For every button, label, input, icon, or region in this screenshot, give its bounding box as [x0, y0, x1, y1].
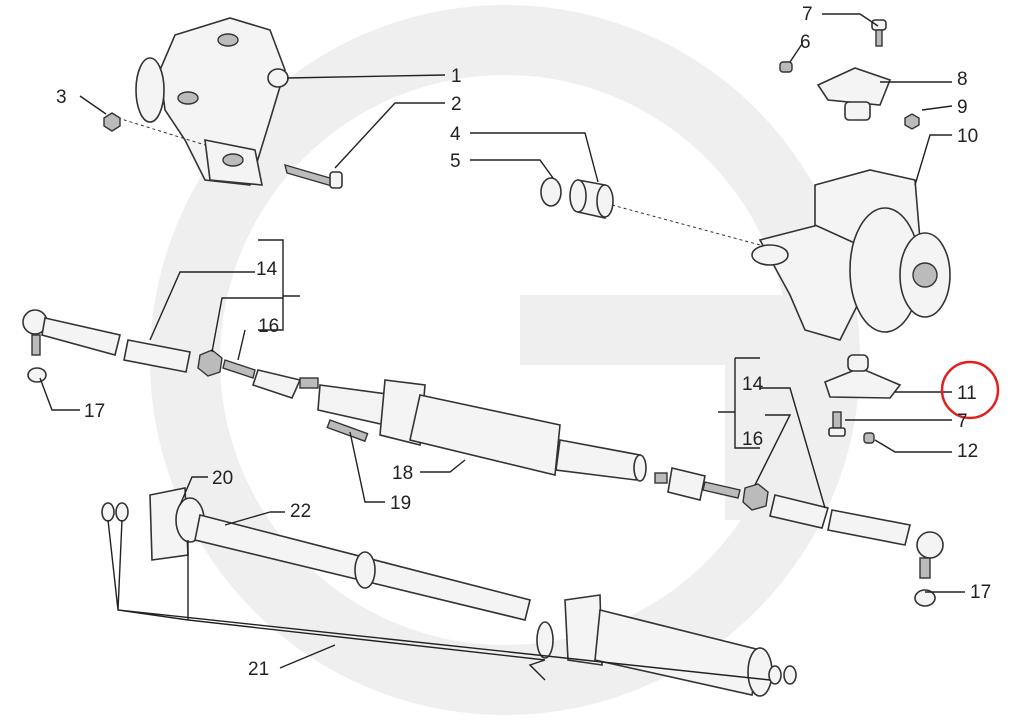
label-14-left: 14	[256, 259, 278, 280]
label-22: 22	[290, 501, 311, 522]
label-14-right: 14	[742, 374, 764, 395]
label-7-bottom: 7	[957, 411, 968, 432]
label-8: 8	[957, 69, 968, 90]
label-2: 2	[451, 94, 462, 115]
right-tie-rod	[654, 467, 944, 607]
upper-plate-8	[816, 67, 892, 121]
label-11: 11	[957, 383, 977, 404]
steering-cylinder-18	[317, 379, 647, 482]
fitting-6	[779, 61, 793, 73]
cylinder-22	[101, 487, 797, 697]
highlight-circle	[940, 360, 1000, 420]
label-12: 12	[957, 441, 978, 462]
label-3: 3	[56, 87, 67, 108]
label-16-left: 16	[258, 316, 279, 337]
bolt-7-top	[871, 19, 887, 47]
bolt-7-bottom	[828, 411, 846, 437]
label-4: 4	[450, 124, 461, 145]
label-6: 6	[800, 32, 811, 53]
bolt-19	[326, 419, 369, 443]
label-7-top: 7	[802, 4, 813, 25]
nut-9	[904, 113, 920, 130]
label-5: 5	[450, 151, 461, 172]
right-steering-knuckle	[751, 169, 951, 341]
label-1: 1	[451, 66, 462, 87]
left-tie-rod	[22, 309, 319, 399]
nut-3	[103, 112, 121, 132]
bushing-4-5	[540, 177, 614, 219]
bolt-2	[284, 163, 343, 189]
label-18: 18	[392, 463, 413, 484]
label-20: 20	[212, 468, 233, 489]
left-steering-knuckle	[135, 17, 289, 186]
fitting-12	[863, 432, 875, 444]
label-9: 9	[957, 97, 968, 118]
label-17-right: 17	[970, 582, 991, 603]
label-17-left: 17	[84, 401, 105, 422]
label-21: 21	[248, 659, 269, 680]
label-19: 19	[390, 493, 411, 514]
watermark-logo	[150, 5, 860, 715]
label-16-right: 16	[742, 429, 763, 450]
leader-lines	[39, 13, 965, 681]
label-10: 10	[957, 126, 978, 147]
